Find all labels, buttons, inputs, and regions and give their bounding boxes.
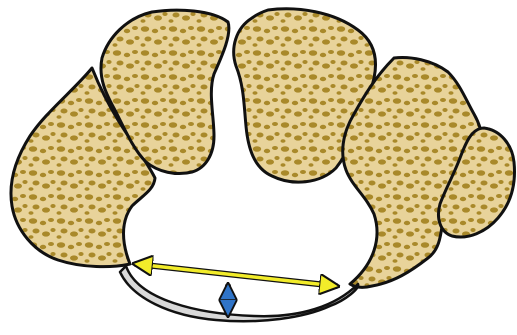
width-arrow-fill [136, 264, 336, 286]
